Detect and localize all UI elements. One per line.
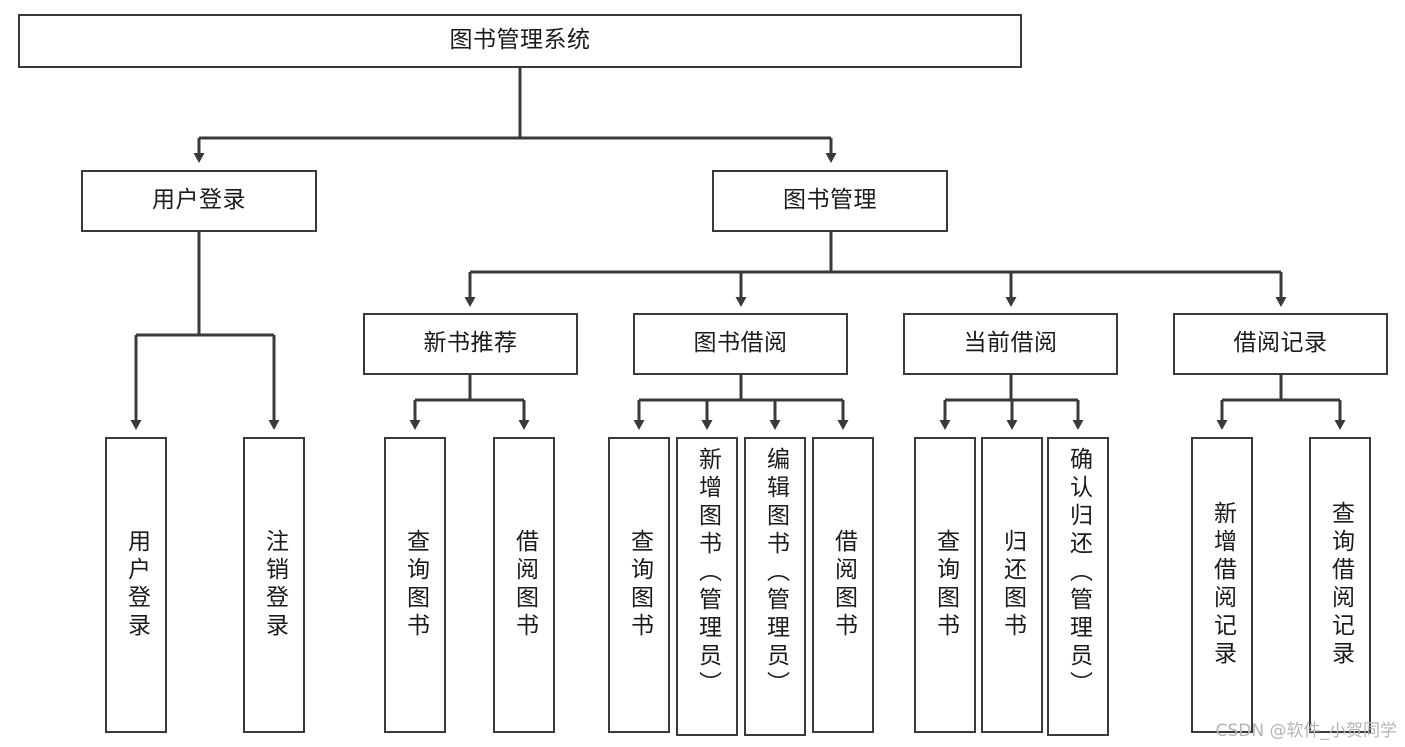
node-root-book-management-system[interactable]: 图书管理系统: [18, 14, 1022, 68]
node-leaf-edit-book-admin[interactable]: 编辑图书（管理员）: [744, 437, 806, 736]
node-leaf-add-borrow-record[interactable]: 新增借阅记录: [1191, 437, 1253, 733]
node-label: 图书借阅: [693, 330, 788, 357]
node-current-borrowing[interactable]: 当前借阅: [903, 313, 1118, 375]
connector-lines: [130, 68, 1346, 430]
node-label: 图书管理系统: [449, 27, 591, 54]
node-leaf-confirm-return-admin[interactable]: 确认归还（管理员）: [1047, 437, 1109, 736]
node-label: 注销登录: [261, 529, 288, 641]
node-leaf-query-book-newbook[interactable]: 查询图书: [384, 437, 446, 733]
node-label: 查询图书: [932, 529, 959, 641]
node-label: 新增图书（管理员）: [694, 447, 721, 699]
node-leaf-borrow-book-newbook[interactable]: 借阅图书: [493, 437, 555, 733]
node-label: 借阅图书: [511, 529, 538, 641]
node-label: 借阅记录: [1233, 330, 1328, 357]
node-book-borrowing[interactable]: 图书借阅: [633, 313, 848, 375]
node-label: 查询图书: [626, 529, 653, 641]
node-leaf-add-book-admin[interactable]: 新增图书（管理员）: [676, 437, 738, 736]
node-label: 借阅图书: [830, 529, 857, 641]
node-user-login[interactable]: 用户登录: [81, 170, 317, 232]
node-book-management[interactable]: 图书管理: [712, 170, 948, 232]
node-leaf-query-book-current[interactable]: 查询图书: [914, 437, 976, 733]
node-label: 归还图书: [999, 529, 1026, 641]
node-new-book-recommendation[interactable]: 新书推荐: [363, 313, 578, 375]
node-label: 当前借阅: [963, 330, 1058, 357]
node-label: 图书管理: [783, 187, 877, 214]
node-leaf-logout[interactable]: 注销登录: [243, 437, 305, 733]
node-label: 查询借阅记录: [1327, 501, 1354, 669]
node-label: 编辑图书（管理员）: [762, 447, 789, 699]
node-leaf-return-book[interactable]: 归还图书: [981, 437, 1043, 733]
node-label: 用户登录: [123, 529, 150, 641]
node-borrow-records[interactable]: 借阅记录: [1173, 313, 1388, 375]
node-label: 用户登录: [152, 187, 246, 214]
node-label: 确认归还（管理员）: [1065, 447, 1092, 699]
node-leaf-query-book-borrow[interactable]: 查询图书: [608, 437, 670, 733]
node-leaf-user-login[interactable]: 用户登录: [105, 437, 167, 733]
node-label: 新书推荐: [423, 330, 518, 357]
node-leaf-query-borrow-record[interactable]: 查询借阅记录: [1309, 437, 1371, 733]
node-label: 新增借阅记录: [1209, 501, 1236, 669]
node-label: 查询图书: [402, 529, 429, 641]
node-leaf-borrow-book-borrow[interactable]: 借阅图书: [812, 437, 874, 733]
